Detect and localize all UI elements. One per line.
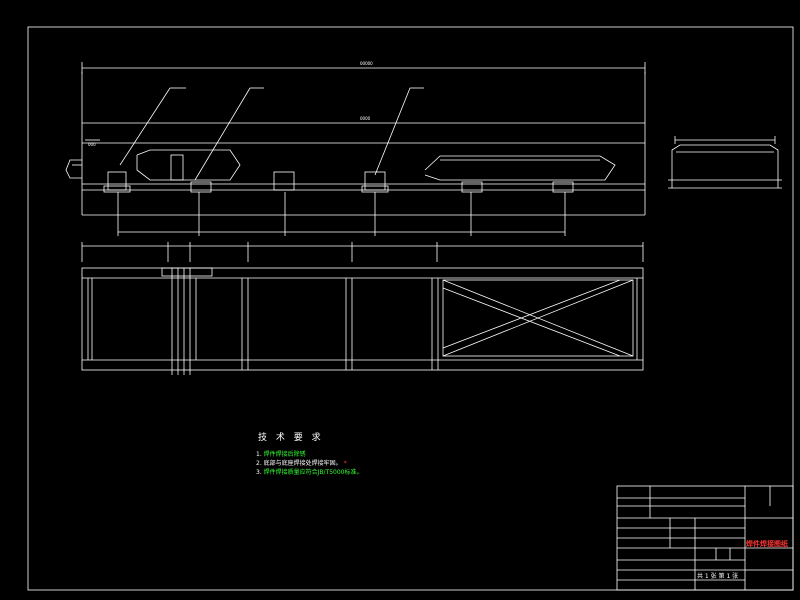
requirement-text: 焊件焊接后除锈: [263, 451, 306, 458]
hull-2: [424, 155, 616, 181]
requirement-item-2: 2. 底部与底座焊接处焊接牢固。 *: [256, 458, 347, 467]
svg-text:0000: 0000: [360, 116, 371, 121]
requirement-text: 底部与底座焊接处焊接牢固。: [263, 460, 342, 467]
requirements-heading: 技 术 要 求: [258, 433, 324, 443]
requirement-number: 2.: [256, 460, 262, 467]
requirement-number: 1.: [256, 451, 262, 458]
leader-3: [374, 87, 411, 176]
support-2: [190, 181, 212, 193]
svg-text:000: 000: [88, 142, 96, 147]
support-1: [107, 171, 127, 191]
plan-view: [81, 242, 644, 375]
requirement-mark: *: [343, 460, 347, 467]
support-4: [364, 171, 386, 191]
dim-overall-length: 00000: [360, 61, 373, 66]
requirement-item-3: 3. 焊件焊接质量应符合JB/T5000标准。: [256, 467, 363, 476]
hull-1: [136, 149, 241, 181]
drawing-border: [27, 26, 794, 591]
title-block-sheet-info: 共 1 张 第 1 张: [697, 573, 739, 580]
requirement-number: 3.: [256, 469, 262, 476]
elevation-view: 00000 0000 000: [65, 61, 646, 236]
leader-1: [119, 87, 171, 166]
support-3: [273, 171, 295, 191]
support-5: [461, 181, 483, 193]
title-block-red-label: 焊件焊接图纸: [746, 540, 788, 548]
side-view: [668, 136, 782, 189]
leader-2: [194, 87, 251, 181]
requirement-text: 焊件焊接质量应符合JB/T5000标准。: [263, 469, 363, 476]
support-6: [552, 181, 574, 193]
requirement-item-1: 1. 焊件焊接后除锈: [256, 449, 306, 458]
title-block: [616, 485, 794, 591]
